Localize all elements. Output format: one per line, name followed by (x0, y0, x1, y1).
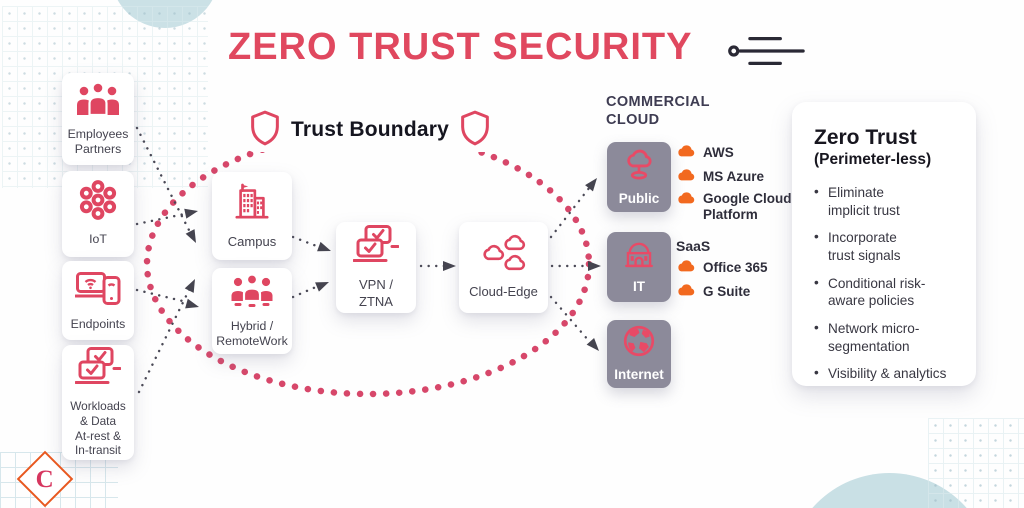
arrowheads (184, 178, 601, 351)
zero-trust-panel: Zero Trust (Perimeter-less) Eliminate im… (792, 102, 976, 386)
it-provider-list: SaaS Office 365 G Suite (676, 238, 768, 306)
provider-name: AWS (703, 145, 734, 160)
provider-row: Google Cloud Platform (676, 191, 792, 222)
public-provider-list: AWS MS Azure Google Cloud Platform (676, 144, 792, 228)
source-card-iot: IoT (62, 171, 134, 257)
shield-icon (460, 110, 490, 151)
zero-trust-subtitle: (Perimeter-less) (814, 151, 932, 168)
provider-row: MS Azure (676, 168, 792, 186)
zero-trust-bullet: Visibility & analytics (814, 364, 958, 383)
commercial-cloud-heading: COMMERCIAL CLOUD (606, 94, 710, 128)
brand-logo-letter: C (35, 465, 55, 493)
it-building-icon (622, 237, 656, 276)
hybrid-people-icon (229, 273, 275, 312)
orange-cloud-icon (676, 191, 696, 209)
provider-name: MS Azure (703, 168, 765, 184)
trust-boundary-text: Trust Boundary (291, 118, 449, 141)
people-group-icon (75, 81, 121, 120)
node-label: Hybrid / RemoteWork (216, 318, 288, 348)
orange-cloud-icon (676, 168, 696, 186)
source-label: Endpoints (70, 316, 126, 331)
public-cloud-icon (621, 145, 657, 188)
node-card-hybrid-remotework: Hybrid / RemoteWork (212, 268, 292, 354)
cloud-zone-label: IT (633, 279, 645, 294)
source-card-employees-partners: Employees Partners (62, 73, 134, 165)
internet-globe-icon (621, 323, 657, 364)
vpn-screens-icon (352, 225, 400, 270)
provider-name: G Suite (703, 283, 751, 299)
saas-title: SaaS (676, 238, 711, 254)
page-title: ZERO TRUST SECURITY (228, 26, 693, 68)
source-label: Employees Partners (67, 126, 129, 156)
provider-row: Office 365 (676, 259, 768, 277)
source-card-endpoints: Endpoints (62, 261, 134, 340)
speed-lines-icon (727, 32, 807, 75)
workloads-check-icon (74, 347, 122, 392)
iot-nodes-icon (78, 180, 118, 225)
shield-icon (250, 110, 280, 151)
endpoint-devices-icon (74, 269, 121, 310)
cloud-edge-icon (481, 234, 527, 277)
orange-cloud-icon (676, 259, 696, 277)
node-label: Campus (227, 233, 277, 249)
cloud-zone-label: Internet (614, 367, 664, 382)
orange-cloud-icon (676, 144, 696, 162)
provider-name: Google Cloud Platform (703, 191, 792, 222)
trust-boundary-label: Trust Boundary (246, 108, 494, 152)
zero-trust-title: Zero Trust (814, 126, 917, 149)
source-label: IoT (89, 232, 107, 247)
node-card-campus: Campus (212, 172, 292, 260)
source-card-workloads: Workloads & Data At-rest & In-transit (62, 345, 134, 460)
provider-name: Office 365 (703, 260, 768, 275)
cloud-zone-public: Public (607, 142, 671, 212)
provider-row: G Suite (676, 283, 768, 301)
zero-trust-bullet: Eliminate implicit trust (814, 183, 958, 219)
zero-trust-bullet: Network micro- segmentation (814, 319, 958, 355)
cloud-zone-it: IT (607, 232, 671, 302)
orange-cloud-icon (676, 283, 696, 301)
node-label: VPN / ZTNA (359, 277, 393, 309)
provider-row: AWS (676, 144, 792, 162)
zero-trust-bullet: Conditional risk- aware policies (814, 274, 958, 310)
source-label: Workloads & Data At-rest & In-transit (70, 399, 126, 458)
cloud-zone-label: Public (618, 191, 660, 206)
zero-trust-bullet-list: Eliminate implicit trust Incorporate tru… (814, 183, 958, 383)
zero-trust-bullet: Incorporate trust signals (814, 228, 958, 264)
node-label: Cloud-Edge (469, 284, 538, 300)
node-card-vpn-ztna: VPN / ZTNA (336, 222, 416, 313)
dot-grid-decoration-bottom-right (928, 418, 1024, 508)
node-card-cloud-edge: Cloud-Edge (459, 222, 548, 313)
cloud-zone-internet: Internet (607, 320, 671, 388)
campus-building-icon (233, 182, 271, 227)
